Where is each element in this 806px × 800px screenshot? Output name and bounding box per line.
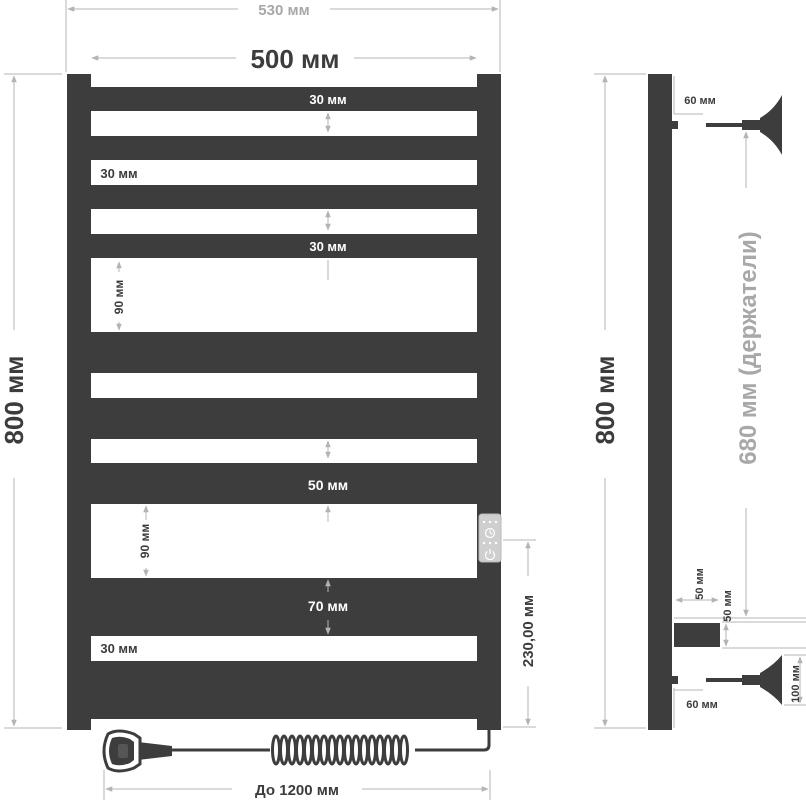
mount-height-label: 100 мм — [790, 665, 802, 703]
side-post — [648, 74, 672, 730]
overall-width-label: 530 мм — [258, 2, 309, 19]
coil-loop — [295, 734, 305, 766]
coil-loop — [287, 734, 297, 766]
gap-label-90-lower: 90 мм — [138, 524, 152, 559]
gap-label-90-upper: 90 мм — [112, 280, 126, 315]
holder-sleeve — [742, 120, 762, 130]
holder-spacing-label: 680 мм (держатели) — [735, 231, 762, 465]
holder-rod — [706, 123, 742, 127]
bar-label-5: 70 мм — [308, 598, 348, 614]
cable-length-label: До 1200 мм — [255, 782, 339, 799]
holder-offset-top-label: 60 мм — [684, 95, 716, 107]
coil-loop — [279, 734, 289, 766]
coil-loop — [303, 734, 313, 766]
bar-8 — [91, 578, 477, 636]
cable — [415, 730, 491, 752]
bar-section — [674, 623, 720, 647]
bar-label-1: 30 мм — [309, 92, 346, 107]
holder-stud — [672, 676, 678, 684]
front-view: 530 мм 500 мм 800 мм 30 мм 30 мм 30 мм — [0, 0, 537, 800]
bar-7 — [91, 463, 477, 504]
bar-3 — [91, 185, 477, 209]
coil-loop — [367, 734, 377, 766]
power-icon[interactable] — [484, 549, 496, 561]
side-height-label: 800 мм — [590, 355, 620, 444]
coil-loop — [343, 734, 353, 766]
coil-loop — [359, 734, 369, 766]
coil-loop — [399, 734, 409, 766]
left-post — [67, 74, 91, 730]
height-label: 800 мм — [0, 355, 29, 444]
bar-9 — [91, 661, 477, 719]
bar-5 — [91, 332, 477, 373]
coil-loop — [351, 734, 361, 766]
bar-depth-label: 50 мм — [694, 568, 706, 600]
coil-loop — [375, 734, 385, 766]
bar-label-4: 50 мм — [308, 477, 348, 493]
bar-depth-vertical-label: 50 мм — [722, 590, 734, 622]
bar-label-6: 30 мм — [100, 641, 137, 656]
wall-mount-bottom — [760, 655, 782, 705]
bar-2 — [91, 136, 477, 160]
bar-label-2: 30 мм — [100, 166, 137, 181]
plug-icon — [102, 729, 172, 773]
coil-loop — [319, 734, 329, 766]
coil-loop — [271, 734, 281, 766]
holder-stud — [672, 121, 678, 129]
wall-mount-top — [760, 95, 782, 155]
bar-4 — [91, 234, 477, 258]
holder-sleeve — [742, 675, 762, 685]
cable-coil — [271, 734, 409, 766]
coil-loop — [391, 734, 401, 766]
holder-rod — [706, 678, 742, 682]
bar-label-3: 30 мм — [309, 239, 346, 254]
timer-icon[interactable] — [482, 520, 498, 545]
right-post — [477, 74, 501, 730]
holder-offset-bottom-label: 60 мм — [686, 699, 718, 711]
coil-loop — [327, 734, 337, 766]
bar-1 — [91, 87, 477, 111]
control-offset-label: 230,00 мм — [520, 595, 537, 667]
bar-6 — [91, 398, 477, 439]
inner-width-label: 500 мм — [250, 44, 339, 74]
coil-loop — [335, 734, 345, 766]
coil-loop — [311, 734, 321, 766]
side-view: 800 мм 60 мм 680 мм (держатели) 50 мм 50… — [590, 73, 806, 730]
coil-loop — [383, 734, 393, 766]
